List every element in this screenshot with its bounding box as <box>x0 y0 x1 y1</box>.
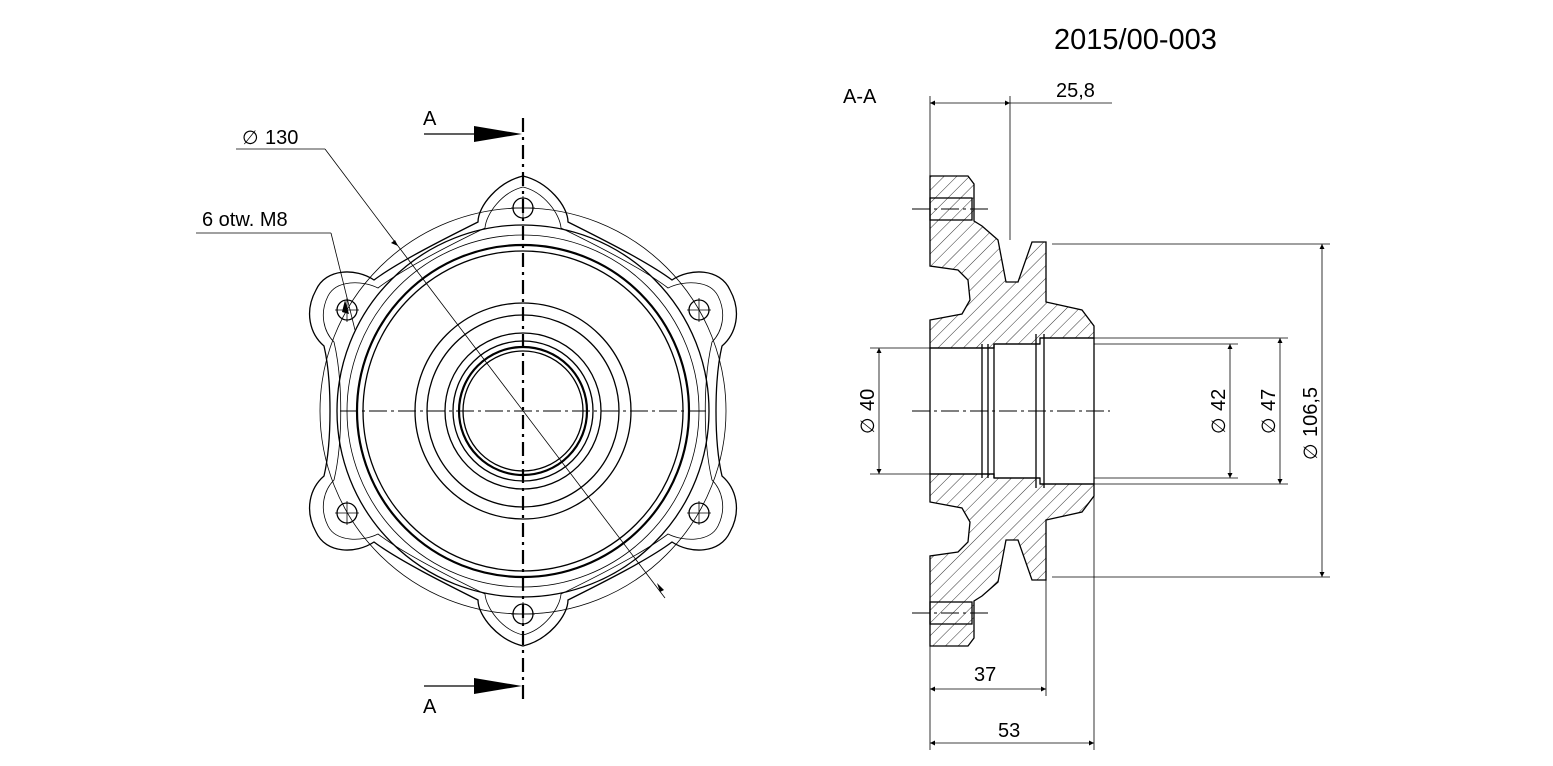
flange-outline-inner <box>322 186 724 636</box>
section-marker-top: A <box>423 108 437 130</box>
dim-bottom-outer-value: 53 <box>998 720 1020 742</box>
section-upper <box>929 175 1095 349</box>
dia-47-symbol: ∅ <box>1258 417 1280 434</box>
section-arrow-bottom: A <box>423 678 522 718</box>
dim-dia-47: ∅ 47 <box>1094 337 1288 485</box>
dia-40-symbol: ∅ <box>857 417 879 434</box>
dim-25-8: 25,8 <box>929 80 1112 240</box>
section-arrow-top: A <box>423 108 522 142</box>
dim-top-value: 25,8 <box>1056 80 1095 102</box>
dia-bore-value: 40 <box>857 389 879 411</box>
front-view: A A ∅ 130 6 otw. M8 <box>196 108 738 718</box>
dim-dia-42: ∅ 42 <box>1094 343 1238 479</box>
drawing-number: 2015/00-003 <box>1054 24 1217 56</box>
bolt-circle-diameter: 130 <box>265 127 298 149</box>
holes-note: 6 otw. M8 <box>202 209 288 231</box>
dim-dia-106-5: ∅ 106,5 <box>1052 243 1330 578</box>
dia-outer-value: 106,5 <box>1300 387 1322 437</box>
dim-bolt-circle: ∅ 130 <box>236 127 666 599</box>
dim-37: 37 <box>929 580 1047 750</box>
holes-note-leader: 6 otw. M8 <box>196 209 356 331</box>
section-view: A-A <box>843 80 1330 750</box>
section-marker-bottom: A <box>423 696 437 718</box>
dim-bottom-inner-value: 37 <box>974 664 996 686</box>
dia-groove-value: 47 <box>1258 389 1280 411</box>
dia-inner-right-value: 42 <box>1208 389 1230 411</box>
flange-outline <box>308 175 738 647</box>
dim-53: 53 <box>930 484 1095 750</box>
dia-106-symbol: ∅ <box>1300 443 1322 460</box>
dim-dia-40: ∅ 40 <box>857 347 930 475</box>
dia-42-symbol: ∅ <box>1208 417 1230 434</box>
section-lower <box>929 473 1095 647</box>
diameter-symbol: ∅ <box>242 127 259 149</box>
section-label: A-A <box>843 86 877 108</box>
